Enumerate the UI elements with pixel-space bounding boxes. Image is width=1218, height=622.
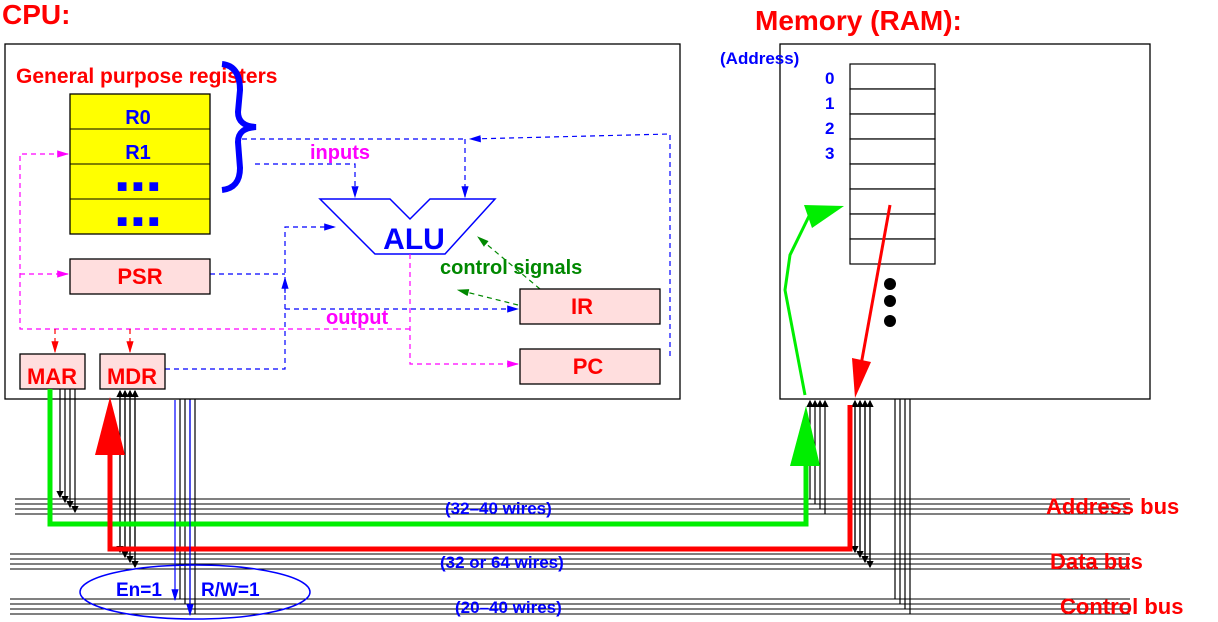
output-label: output <box>326 307 389 329</box>
mar-label: MAR <box>27 364 77 389</box>
control-bus-lines <box>10 598 1130 615</box>
ir-register: IR <box>519 288 661 325</box>
memory-cell <box>849 113 936 140</box>
cpu-title: CPU: <box>2 0 70 30</box>
memory-cell <box>849 213 936 240</box>
memory-cell <box>849 63 936 90</box>
pc-label: PC <box>573 354 604 379</box>
memory-cell <box>849 163 936 190</box>
memory-title: Memory (RAM): <box>755 5 962 36</box>
memory-cell <box>849 188 936 215</box>
register-more-1: ■ ■ ■ <box>117 176 160 196</box>
alu-label: ALU <box>383 223 445 256</box>
psr-register: PSR <box>69 258 211 295</box>
data-bus-label: Data bus <box>1050 549 1143 574</box>
address-arrow-icon <box>790 406 820 466</box>
alu-shape <box>318 198 497 255</box>
address-3: 3 <box>825 144 834 163</box>
control-bus-label: Control bus <box>1060 594 1183 619</box>
control-signals-label: control signals <box>440 257 582 279</box>
data-path <box>107 405 853 552</box>
gpr-label: General purpose registers <box>16 65 277 88</box>
register-r1: R1 <box>125 142 151 164</box>
brace-icon <box>221 61 257 193</box>
data-arrow-icon <box>95 397 125 455</box>
address-1: 1 <box>825 94 834 113</box>
address-path <box>47 389 809 527</box>
pc-register: PC <box>519 348 661 385</box>
psr-label: PSR <box>117 264 162 289</box>
register-r0: R0 <box>125 107 151 129</box>
memory-cell <box>849 88 936 115</box>
rw-signal: R/W=1 <box>201 580 260 601</box>
mdr-label: MDR <box>107 364 157 389</box>
inputs-label: inputs <box>310 142 370 164</box>
memory-cell <box>849 238 936 265</box>
address-2: 2 <box>825 119 834 138</box>
ir-label: IR <box>571 294 593 319</box>
ellipsis-dots-icon <box>884 278 896 327</box>
memory-cell <box>849 138 936 165</box>
address-0: 0 <box>825 69 834 88</box>
memory-box <box>779 43 1151 400</box>
address-bus-lines <box>15 498 1130 515</box>
address-bus-wires: (32–40 wires) <box>445 499 552 518</box>
data-bus-wires: (32 or 64 wires) <box>440 553 564 572</box>
address-bus-label: Address bus <box>1046 494 1179 519</box>
memory-cells <box>849 63 936 265</box>
register-file: R0 R1 ■ ■ ■ ■ ■ ■ <box>69 93 211 235</box>
mdr-register: MDR <box>99 353 166 390</box>
control-signals-ellipse <box>79 564 311 620</box>
mar-register: MAR <box>19 353 86 390</box>
address-label: (Address) <box>720 49 799 68</box>
data-bus-lines <box>10 553 1130 570</box>
en-signal: En=1 <box>116 580 162 601</box>
register-more-2: ■ ■ ■ <box>117 211 160 231</box>
cpu-box <box>4 43 681 400</box>
control-bus-wires: (20–40 wires) <box>455 598 562 617</box>
